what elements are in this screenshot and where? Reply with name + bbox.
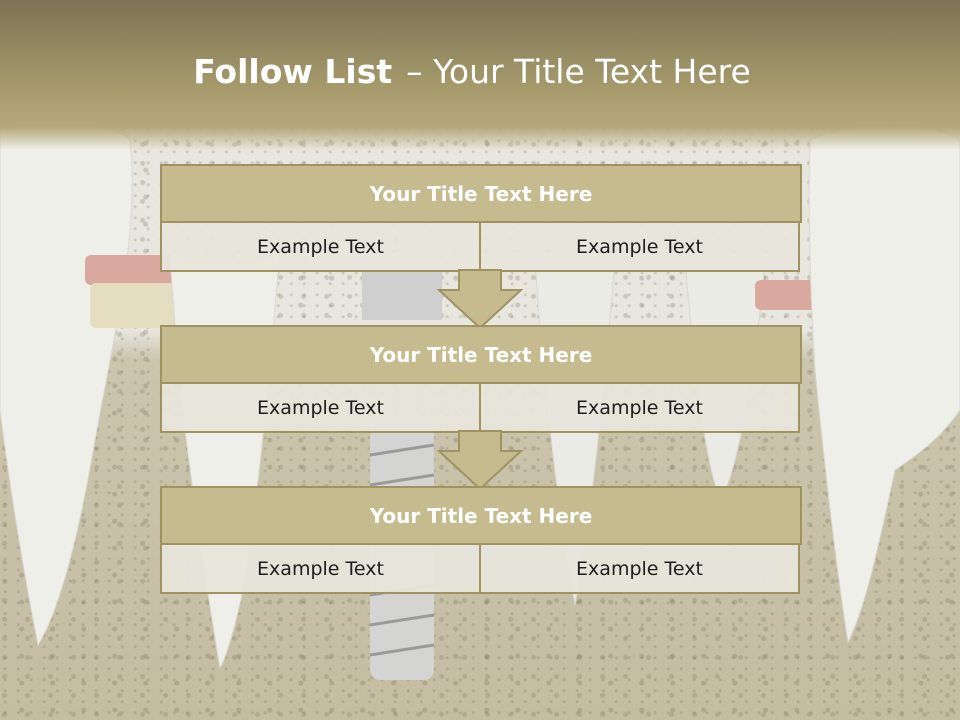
list-block-2: Your Title Text Here Example Text Exampl… (160, 325, 802, 433)
list-block-3: Your Title Text Here Example Text Exampl… (160, 486, 802, 594)
down-arrow-icon (437, 269, 523, 330)
block-heading: Your Title Text Here (160, 325, 802, 384)
tooth-illustration-left (0, 110, 150, 670)
crown-illustration-right (755, 270, 825, 330)
block-cell-right: Example Text (479, 221, 800, 272)
list-block-1: Your Title Text Here Example Text Exampl… (160, 164, 802, 272)
block-cell-left: Example Text (160, 221, 481, 272)
tooth-illustration-center-left (170, 250, 280, 670)
header-band (0, 0, 960, 150)
block-cell-left: Example Text (160, 543, 481, 594)
tooth-illustration-right (800, 110, 960, 650)
title-bold-part: Follow List (193, 52, 393, 91)
down-arrow-icon (437, 430, 523, 491)
title-separator: – (406, 52, 423, 91)
block-cell-right: Example Text (479, 543, 800, 594)
slide-title: Follow List– Your Title Text Here (0, 52, 944, 91)
block-heading: Your Title Text Here (160, 164, 802, 223)
block-heading: Your Title Text Here (160, 486, 802, 545)
block-cell-right: Example Text (479, 382, 800, 433)
title-main-part: Your Title Text Here (433, 52, 751, 91)
crown-illustration-left (85, 245, 185, 335)
block-cell-left: Example Text (160, 382, 481, 433)
